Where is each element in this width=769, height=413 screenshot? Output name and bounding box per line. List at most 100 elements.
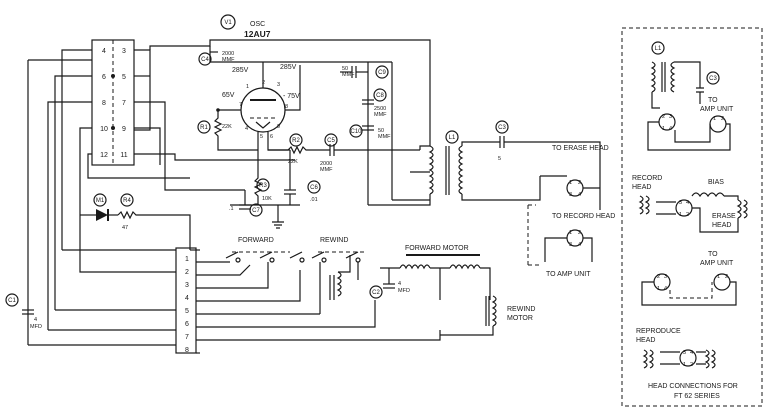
head-connections-inset: L1 C3 2 3 1 4 TO AMP UNIT 1 2 RECORD HEA…: [621, 27, 763, 407]
c1-value: 4: [34, 317, 37, 323]
terminal-pin-3: 3: [122, 48, 126, 55]
inset-erase-head-line2: HEAD: [712, 222, 731, 229]
rewind-motor: REWIND MOTOR: [440, 295, 535, 336]
svg-text:2: 2: [578, 180, 581, 186]
inset-to-amp-1-line1: TO: [708, 97, 718, 104]
connector-pin-7: 7: [185, 334, 189, 341]
tube-cathode-voltage: 65V: [222, 92, 235, 99]
c6-ref: C6: [310, 185, 318, 191]
terminal-pin-4: 4: [102, 48, 106, 55]
inset-reproduce-head-line2: HEAD: [636, 337, 655, 344]
to-record-head-label: TO RECORD HEAD: [552, 213, 615, 220]
c2-ref: C2: [372, 290, 380, 296]
svg-text:3: 3: [569, 242, 572, 248]
c1-unit: MFD: [30, 324, 42, 330]
svg-text:3: 3: [664, 274, 667, 280]
svg-text:4: 4: [578, 242, 581, 248]
c3-ref: C3: [498, 125, 506, 131]
svg-text:1: 1: [713, 116, 716, 122]
oscillator-tube-v1: V1 OSC 12AU7 285V 285V 65V - 75V 1 2 3 4…: [216, 14, 301, 160]
rewind-motor-label: REWIND: [507, 306, 535, 313]
r3-ref: R3: [259, 183, 267, 189]
l1-ref: L1: [449, 135, 456, 141]
svg-text:2: 2: [578, 230, 581, 236]
c9-unit: MMF: [342, 72, 355, 78]
forward-motor: [380, 264, 491, 300]
tube-func: OSC: [250, 21, 265, 28]
c10-value: 50: [378, 128, 384, 134]
svg-text:1: 1: [569, 230, 572, 236]
to-amp-unit-label: TO AMP UNIT: [546, 271, 591, 278]
connector-pin-3: 3: [185, 282, 189, 289]
svg-text:4: 4: [578, 192, 581, 198]
svg-text:1: 1: [717, 274, 720, 280]
c10-unit: MMF: [378, 134, 391, 140]
connector-strip: 1 2 3 4 5 6 7 8: [28, 228, 200, 354]
tube-pin-8: 8: [285, 104, 288, 110]
svg-text:4: 4: [686, 200, 689, 206]
record-head-socket: 1 2 3 4: [544, 229, 593, 262]
svg-text:1: 1: [679, 212, 682, 218]
c4-ref: C4: [201, 57, 209, 63]
c8-value: 2500: [374, 106, 386, 112]
connector-pin-6: 6: [185, 321, 189, 328]
capacitor-c1: C1 4 MFD: [5, 293, 42, 330]
rewind-motor-label-2: MOTOR: [507, 315, 533, 322]
capacitor-c3: C3 5: [495, 120, 601, 210]
to-erase-head-label: TO ERASE HEAD: [552, 145, 609, 152]
c4-value: 2000: [222, 51, 234, 57]
erase-head-socket: 1 2 3 4: [540, 175, 600, 198]
capacitor-c4: C4 2000 MMF: [198, 51, 235, 66]
connector-pin-2: 2: [185, 269, 189, 276]
c9-value: 50: [342, 66, 348, 72]
tube-ref: V1: [224, 20, 232, 26]
forward-switch-label: FORWARD: [238, 237, 274, 244]
terminal-strip: 4 6 8 10 12 3 5 7 9 11: [27, 39, 295, 345]
rewind-switch-label: REWIND: [320, 237, 348, 244]
r1-ref: R1: [200, 125, 208, 131]
c2-unit: MFD: [398, 288, 410, 294]
svg-text:2: 2: [690, 362, 693, 368]
svg-text:2: 2: [721, 116, 724, 122]
diode-m1: M1: [80, 193, 118, 221]
tube-pin-6: 6: [270, 134, 273, 140]
terminal-pin-9: 9: [122, 126, 126, 133]
r3-value: 10K: [262, 196, 272, 202]
oscillator-coil-l1: L1: [368, 130, 541, 206]
c8-unit: MMF: [374, 112, 387, 118]
c5-unit: MMF: [320, 167, 333, 173]
connector-pin-4: 4: [185, 295, 189, 302]
resistor-r1: R1 22K: [197, 110, 258, 151]
terminal-pin-6: 6: [102, 74, 106, 81]
svg-text:3: 3: [669, 114, 672, 120]
capacitor-c7: C7 .1: [229, 190, 263, 217]
inset-caption-line2: FT 62 SERIES: [674, 393, 720, 400]
resistor-r2: R2 22K: [268, 133, 330, 165]
svg-text:3: 3: [679, 200, 682, 206]
connector-pin-5: 5: [185, 308, 189, 315]
c5-ref: C5: [327, 138, 335, 144]
svg-text:4: 4: [690, 350, 693, 356]
c1-ref: C1: [8, 298, 16, 304]
svg-text:4: 4: [664, 286, 667, 292]
svg-text:3: 3: [683, 350, 686, 356]
capacitor-c9: C9 50 MMF: [340, 65, 389, 79]
svg-text:1: 1: [662, 126, 665, 132]
c3-value: 5: [498, 156, 501, 162]
svg-text:2: 2: [725, 274, 728, 280]
tube-pin-4: 4: [245, 126, 248, 132]
c5-value: 2000: [320, 161, 332, 167]
c10-ref: C10: [350, 129, 362, 135]
svg-text:3: 3: [569, 192, 572, 198]
svg-text:2: 2: [686, 212, 689, 218]
inset-to-amp-2-line1: TO: [708, 251, 718, 258]
inset-caption-line1: HEAD CONNECTIONS FOR: [648, 383, 738, 390]
ground-symbol: [272, 221, 284, 229]
capacitor-c2: C2 4 MFD: [369, 268, 410, 299]
resistor-r4: R4 47: [117, 193, 191, 250]
tube-pin-2: 2: [262, 80, 265, 86]
tube-pin-1: 1: [246, 84, 249, 90]
c2-value: 4: [398, 281, 401, 287]
terminal-pin-7: 7: [122, 100, 126, 107]
